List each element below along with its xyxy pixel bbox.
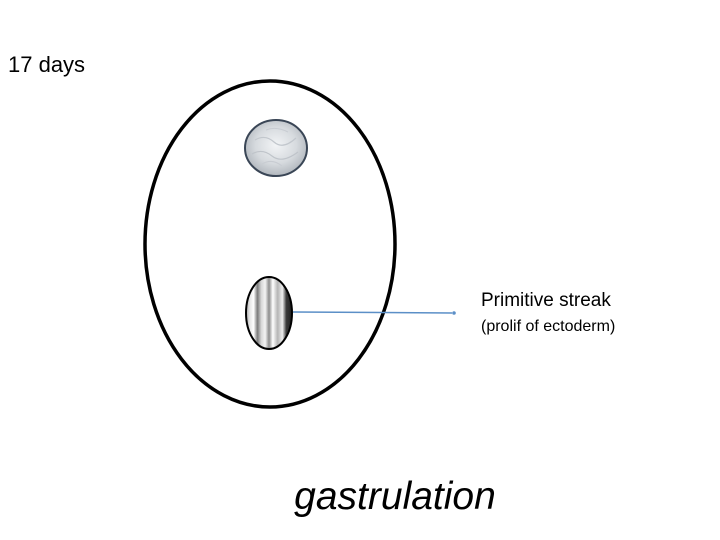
marbled-disc-icon — [244, 119, 308, 177]
striped-ellipse-icon — [245, 276, 293, 350]
primitive-streak-label: Primitive streak — [481, 290, 611, 311]
embryonic-disc-outline — [143, 79, 397, 409]
pointer-line — [292, 311, 456, 315]
day-label: 17 days — [8, 52, 86, 77]
slide-title: gastrulation — [294, 475, 496, 518]
primitive-streak-sublabel: (prolif of ectoderm) — [481, 318, 616, 335]
